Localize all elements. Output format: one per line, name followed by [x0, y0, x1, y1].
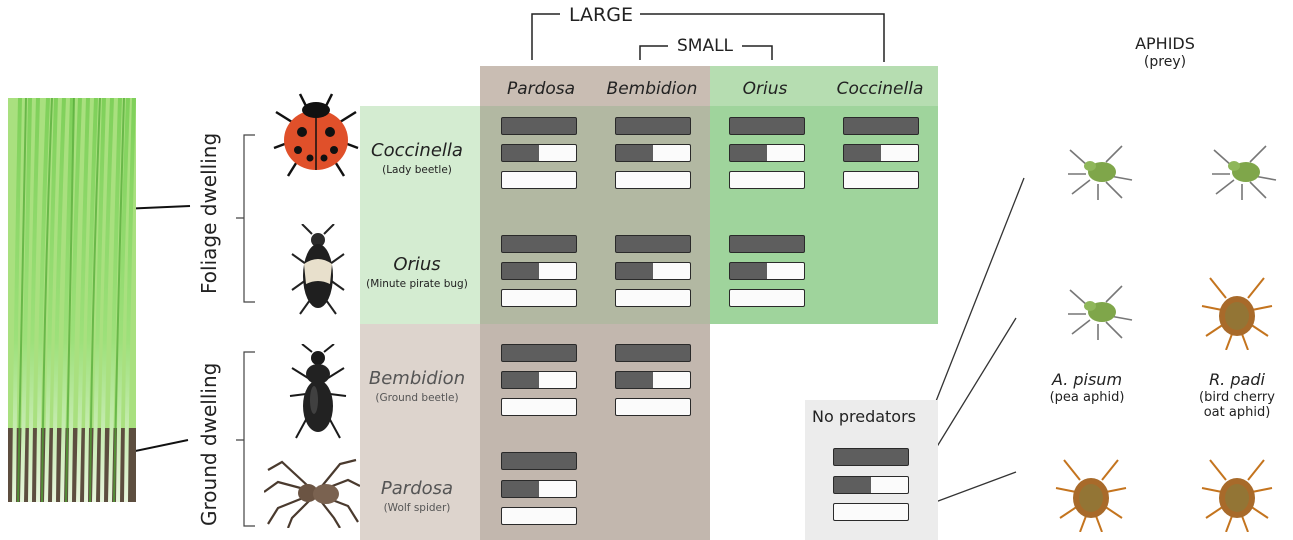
- row-label-pardosa: Pardosa: [380, 478, 454, 499]
- aphid-common-r-padi-line2: oat aphid): [1203, 405, 1271, 420]
- cell-orius-orius-empty: [729, 289, 805, 307]
- row-common-orius: (Minute pirate bug): [366, 278, 468, 290]
- cell-coccinella-pardosa-empty: [501, 171, 577, 189]
- no-predators-label: No predators: [812, 407, 917, 426]
- cell-bembidion-pardosa-empty: [501, 398, 577, 416]
- aphid-name-r-padi: R. padi: [1209, 370, 1265, 389]
- cell-coccinella-pardosa-half: [501, 144, 577, 162]
- cell-pardosa-pardosa-empty: [501, 507, 577, 525]
- cell-orius-pardosa-full: [501, 235, 577, 253]
- cell-pardosa-pardosa-half: [501, 480, 577, 498]
- row-common-coccinella: (Lady beetle): [382, 164, 452, 176]
- no-predators-half: [833, 476, 909, 494]
- foliage-row-zone: [360, 106, 480, 324]
- cell-coccinella-pardosa-full: [501, 117, 577, 135]
- small-size-label: SMALL: [676, 36, 734, 56]
- row-common-bembidion: (Ground beetle): [375, 392, 459, 404]
- cell-coccinella-bembidion-empty: [615, 171, 691, 189]
- aphids-title: APHIDS: [1135, 34, 1195, 53]
- cell-bembidion-bembidion-half: [615, 371, 691, 389]
- foliage-overlap-green-zone: [710, 106, 938, 324]
- cell-pardosa-pardosa-full: [501, 452, 577, 470]
- aphid-common-a-pisum: (pea aphid): [1049, 390, 1125, 405]
- cell-coccinella-coccinella-half: [843, 144, 919, 162]
- row-label-orius: Orius: [393, 254, 441, 275]
- ground-beetle-icon: [289, 344, 347, 439]
- cell-coccinella-bembidion-full: [615, 117, 691, 135]
- cell-bembidion-bembidion-empty: [615, 398, 691, 416]
- column-header-coccinella: Coccinella: [836, 79, 924, 99]
- no-predators-full: [833, 448, 909, 466]
- wolf-spider-icon: [264, 458, 360, 528]
- cell-coccinella-coccinella-full: [843, 117, 919, 135]
- column-header-orius: Orius: [742, 79, 788, 99]
- cell-orius-orius-half: [729, 262, 805, 280]
- cell-coccinella-orius-half: [729, 144, 805, 162]
- brown-aphid-icon: [1055, 459, 1127, 532]
- row-common-pardosa: (Wolf spider): [383, 502, 451, 514]
- cell-bembidion-pardosa-half: [501, 371, 577, 389]
- cell-bembidion-pardosa-full: [501, 344, 577, 362]
- cell-bembidion-bembidion-full: [615, 344, 691, 362]
- grass-photo: [8, 98, 136, 502]
- foliage-dwelling-label: Foliage dwelling: [197, 132, 221, 294]
- cell-orius-pardosa-half: [501, 262, 577, 280]
- aphid-name-a-pisum: A. pisum: [1051, 370, 1123, 389]
- cell-orius-orius-full: [729, 235, 805, 253]
- column-header-pardosa: Pardosa: [506, 79, 576, 99]
- aphid-common-r-padi-line1: (bird cherry: [1199, 390, 1275, 405]
- cell-coccinella-orius-full: [729, 117, 805, 135]
- foliage-overlap-zone: [480, 106, 710, 324]
- cell-orius-bembidion-empty: [615, 289, 691, 307]
- row-label-bembidion: Bembidion: [368, 368, 466, 389]
- cell-orius-pardosa-empty: [501, 289, 577, 307]
- no-predators-empty: [833, 503, 909, 521]
- green-aphid-icon: [1212, 145, 1277, 200]
- large-size-label: LARGE: [569, 4, 633, 26]
- column-header-bembidion: Bembidion: [606, 79, 698, 99]
- cell-coccinella-bembidion-half: [615, 144, 691, 162]
- aphid-common-r-padi: (bird cherry oat aphid): [1177, 390, 1293, 420]
- lady-beetle-icon: [273, 93, 359, 177]
- green-aphid-icon: [1068, 285, 1133, 340]
- cell-coccinella-orius-empty: [729, 171, 805, 189]
- ground-row-zone: [360, 324, 480, 540]
- brown-aphid-icon: [1201, 459, 1273, 532]
- brown-aphid-icon: [1201, 277, 1273, 350]
- ground-dwelling-label: Ground dwelling: [197, 362, 221, 526]
- row-label-coccinella: Coccinella: [371, 140, 463, 161]
- cell-coccinella-coccinella-empty: [843, 171, 919, 189]
- minute-pirate-bug-icon: [291, 224, 345, 315]
- cell-orius-bembidion-full: [615, 235, 691, 253]
- cell-orius-bembidion-half: [615, 262, 691, 280]
- aphids-subtitle: (prey): [1143, 54, 1187, 70]
- green-aphid-icon: [1068, 145, 1133, 200]
